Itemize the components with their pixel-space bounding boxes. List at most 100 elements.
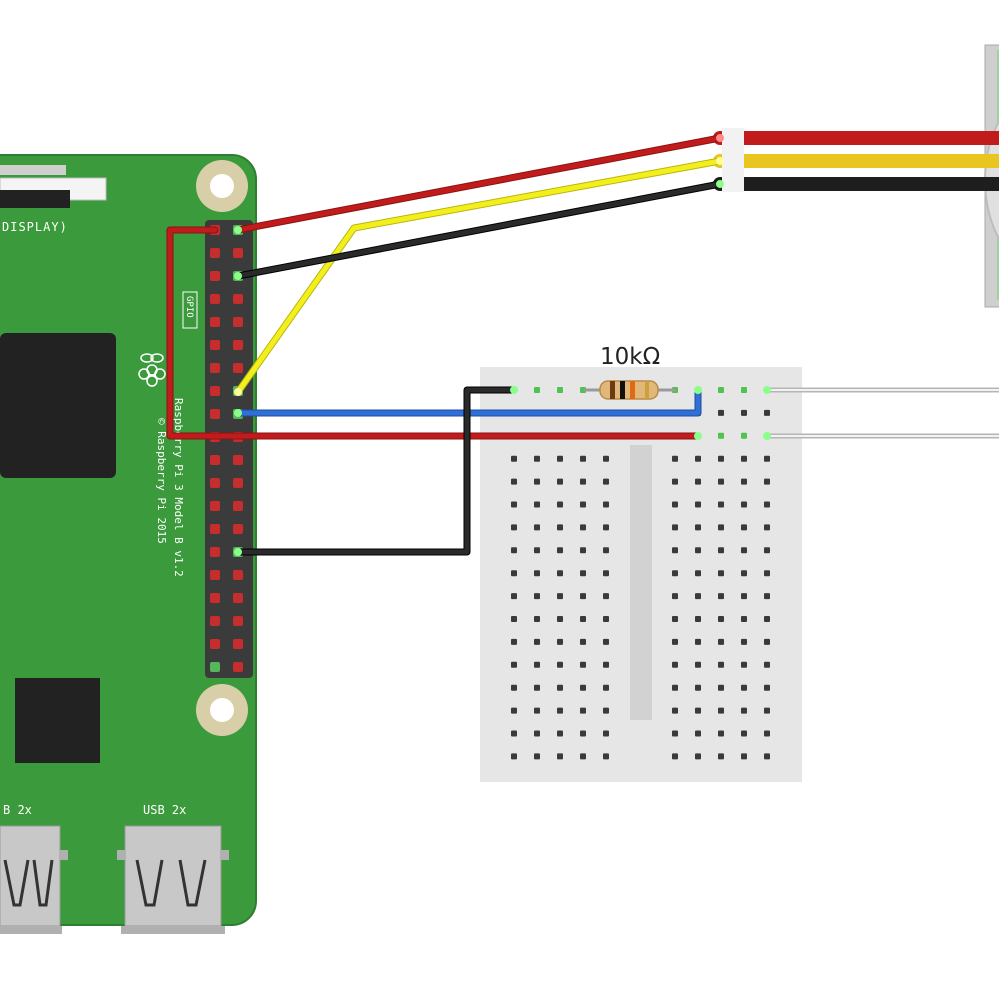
breadboard-hole — [695, 455, 701, 462]
breadboard-hole — [718, 455, 724, 462]
gpio-pin — [210, 363, 220, 373]
breadboard-hole — [672, 707, 678, 714]
gpio-pin — [233, 662, 243, 672]
breadboard-hole — [557, 387, 563, 393]
breadboard-hole — [741, 524, 747, 531]
breadboard-hole — [741, 432, 747, 439]
breadboard-hole — [534, 638, 540, 645]
gpio-pin — [233, 363, 243, 373]
breadboard-hole — [534, 387, 540, 393]
gpio-pin — [233, 524, 243, 534]
breadboard-hole — [741, 547, 747, 554]
breadboard-hole — [672, 478, 678, 485]
gpio-pin — [210, 662, 220, 672]
raspberry-logo-icon — [138, 353, 166, 387]
breadboard-hole — [557, 707, 563, 714]
breadboard-hole — [718, 387, 724, 393]
breadboard-hole — [511, 753, 517, 760]
gpio-pin — [210, 317, 220, 327]
breadboard-hole — [672, 570, 678, 577]
ram-chip — [15, 678, 100, 763]
breadboard-hole — [764, 570, 770, 577]
gpio-pin — [210, 386, 220, 396]
breadboard-hole — [718, 570, 724, 577]
gpio-pin — [233, 616, 243, 626]
breadboard-hole — [534, 753, 540, 760]
breadboard-hole — [695, 524, 701, 531]
breadboard-hole — [511, 616, 517, 622]
breadboard-hole — [695, 684, 701, 691]
breadboard-hole — [580, 730, 586, 737]
breadboard-hole — [511, 684, 517, 691]
gpio-pin — [210, 501, 220, 511]
breadboard-hole — [718, 661, 724, 668]
breadboard-hole — [603, 547, 609, 554]
breadboard-hole — [741, 684, 747, 691]
breadboard-hole — [695, 547, 701, 554]
mounting-hole-top — [196, 160, 248, 212]
breadboard-hole — [741, 570, 747, 577]
breadboard-hole — [764, 616, 770, 622]
breadboard-hole — [695, 730, 701, 737]
breadboard-hole — [603, 707, 609, 714]
breadboard-hole — [557, 547, 563, 554]
breadboard-hole — [534, 684, 540, 691]
breadboard-hole — [764, 638, 770, 645]
breadboard-hole — [695, 593, 701, 600]
wires — [166, 128, 999, 556]
breadboard-hole — [511, 707, 517, 714]
breadboard-hole — [718, 616, 724, 622]
breadboard-hole — [741, 730, 747, 737]
breadboard-hole — [580, 524, 586, 531]
gpio-label-box — [182, 291, 198, 329]
breadboard-hole — [511, 638, 517, 645]
soc-chip — [0, 333, 116, 478]
breadboard-hole — [603, 570, 609, 577]
gpio-pin — [210, 340, 220, 350]
breadboard-hole — [603, 478, 609, 485]
breadboard-hole — [511, 455, 517, 462]
breadboard-hole — [718, 707, 724, 714]
breadboard-hole — [718, 409, 724, 416]
breadboard-hole — [557, 524, 563, 531]
breadboard-hole — [557, 593, 563, 600]
gpio-pin — [210, 593, 220, 603]
display-label: DISPLAY) — [2, 220, 68, 234]
breadboard-hole — [741, 455, 747, 462]
gpio-pin — [233, 639, 243, 649]
copyright-label: © Raspberry Pi 2015 — [155, 418, 168, 544]
gpio-pin — [233, 317, 243, 327]
breadboard — [480, 367, 802, 782]
breadboard-hole — [534, 455, 540, 462]
breadboard-hole — [557, 684, 563, 691]
breadboard-hole — [603, 524, 609, 531]
breadboard-hole — [534, 570, 540, 577]
breadboard-hole — [718, 593, 724, 600]
gpio-header — [205, 220, 253, 678]
breadboard-hole — [534, 707, 540, 714]
breadboard-hole — [764, 501, 770, 508]
breadboard-hole — [741, 409, 747, 416]
breadboard-hole — [534, 661, 540, 668]
breadboard-hole — [672, 547, 678, 554]
breadboard-hole — [557, 753, 563, 760]
breadboard-hole — [580, 707, 586, 714]
breadboard-hole — [764, 730, 770, 737]
breadboard-hole — [603, 593, 609, 600]
breadboard-hole — [764, 478, 770, 485]
breadboard-hole — [718, 524, 724, 531]
breadboard-hole — [672, 593, 678, 600]
usb-port-1 — [0, 825, 68, 934]
resistor-label: 10kΩ — [600, 344, 660, 370]
gpio-pin — [210, 639, 220, 649]
breadboard-hole — [741, 753, 747, 760]
gpio-pin — [233, 570, 243, 580]
breadboard-hole — [718, 478, 724, 485]
breadboard-hole — [672, 638, 678, 645]
gpio-pin — [210, 248, 220, 258]
breadboard-hole — [580, 638, 586, 645]
breadboard-hole — [534, 730, 540, 737]
breadboard-hole — [741, 593, 747, 600]
breadboard-hole — [764, 547, 770, 554]
